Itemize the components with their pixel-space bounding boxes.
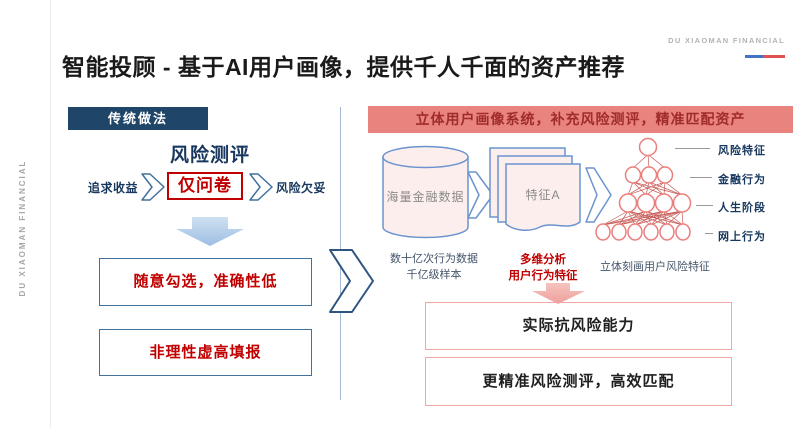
network-label-online: 网上行为 [718, 231, 766, 243]
caption-analysis: 多维分析 用户行为特征 [508, 254, 578, 283]
issue-box-1: 随意勾选，准确性低 [99, 258, 312, 306]
database-cylinder-icon [382, 145, 469, 239]
result-box-1: 实际抗风险能力 [425, 302, 732, 350]
feature-label: 特征A [525, 188, 561, 202]
database-label: 海量金融数据 [386, 190, 465, 204]
caption-data-scale: 数十亿次行为数据 千亿级样本 [390, 253, 478, 281]
network-label-risk: 风险特征 [718, 145, 766, 157]
network-label-finance: 金融行为 [718, 174, 766, 186]
caption-profile: 立体刻画用户风险特征 [600, 261, 710, 273]
flow-start-label: 追求收益 [88, 181, 139, 195]
documents-stack-icon [489, 147, 581, 232]
risk-assessment-subtitle: 风险测评 [169, 145, 250, 166]
flow-chevron-2 [249, 173, 273, 201]
callout-line-2 [690, 177, 712, 178]
issue-box-2: 非理性虚高填报 [99, 329, 312, 376]
top-brand-text: DU XIAOMAN FINANCIAL [668, 36, 785, 45]
diagram-chevron-1 [467, 171, 494, 219]
brand-accent-line [745, 55, 785, 58]
flow-end-label: 风险欠妥 [276, 181, 327, 195]
questionnaire-only-box: 仅问卷 [167, 172, 243, 200]
neural-network-icon [595, 137, 692, 241]
brand-line-red [763, 55, 785, 58]
callout-line-1 [675, 148, 710, 149]
left-margin-divider [50, 0, 51, 428]
down-arrow-pink [532, 283, 585, 304]
diagram-chevron-2 [585, 167, 612, 223]
panel-transition-chevron [329, 249, 374, 313]
brand-line-blue [745, 55, 763, 58]
callout-line-3 [696, 205, 713, 206]
flow-chevron-1 [141, 173, 165, 201]
network-label-lifestage: 人生阶段 [718, 202, 766, 214]
result-box-2: 更精准风险测评，高效匹配 [425, 357, 732, 406]
new-system-panel-header: 立体用户画像系统，补充风险测评，精准匹配资产 [368, 106, 793, 133]
down-arrow-blue [176, 217, 244, 246]
callout-line-4 [705, 233, 713, 234]
traditional-panel-header: 传统做法 [68, 107, 208, 130]
page-title: 智能投顾 - 基于AI用户画像，提供千人千面的资产推荐 [62, 54, 625, 80]
